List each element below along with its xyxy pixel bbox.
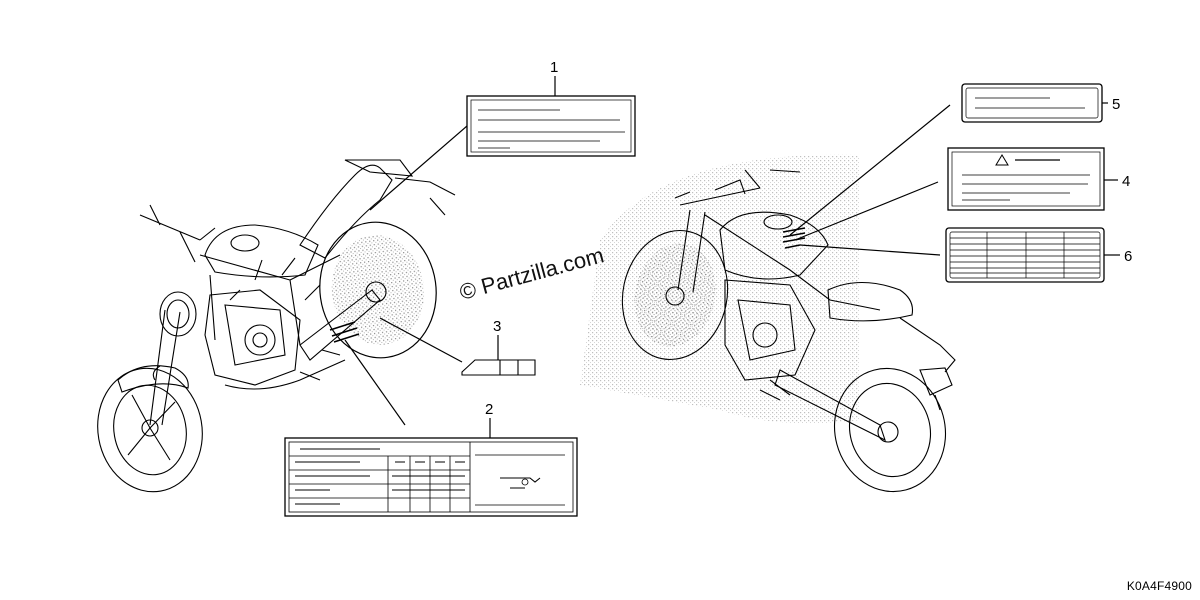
callout-4: 4 (1122, 173, 1130, 190)
motorcycle-right-view (580, 154, 956, 493)
fuel-tank (204, 224, 319, 278)
callout-1: 1 (550, 59, 558, 76)
leader-line-4b (794, 181, 939, 241)
label-1 (466, 95, 636, 157)
callout-2: 2 (485, 401, 493, 418)
callout-6: 6 (1124, 248, 1132, 265)
warning-triangle-icon (995, 154, 1009, 166)
front-wheel (621, 229, 729, 361)
leader-line-3 (379, 317, 463, 363)
rear-wheel (833, 367, 947, 493)
rear-wheel (319, 221, 437, 359)
leader-line-2 (344, 339, 406, 426)
engine (204, 289, 301, 386)
label-5 (961, 83, 1103, 123)
label-2 (284, 437, 578, 517)
reference-code: K0A4F4900 (1126, 579, 1192, 593)
fuel-tank (719, 211, 829, 280)
seat (299, 164, 393, 259)
callout-5: 5 (1112, 96, 1120, 113)
callout-3: 3 (493, 318, 501, 335)
leader-line-6b (799, 244, 941, 256)
label-4 (947, 147, 1105, 211)
leader-lines (344, 76, 1120, 438)
watermark: © Partzilla.com (457, 242, 607, 305)
motorcycle-left-view (97, 159, 456, 493)
leader-line-5b (789, 104, 951, 236)
leader-line-1 (369, 125, 468, 211)
label-6 (945, 227, 1105, 283)
front-wheel (97, 367, 203, 493)
engine (724, 279, 816, 381)
headlight (159, 291, 197, 337)
label-3 (461, 359, 536, 376)
seat (827, 282, 914, 322)
